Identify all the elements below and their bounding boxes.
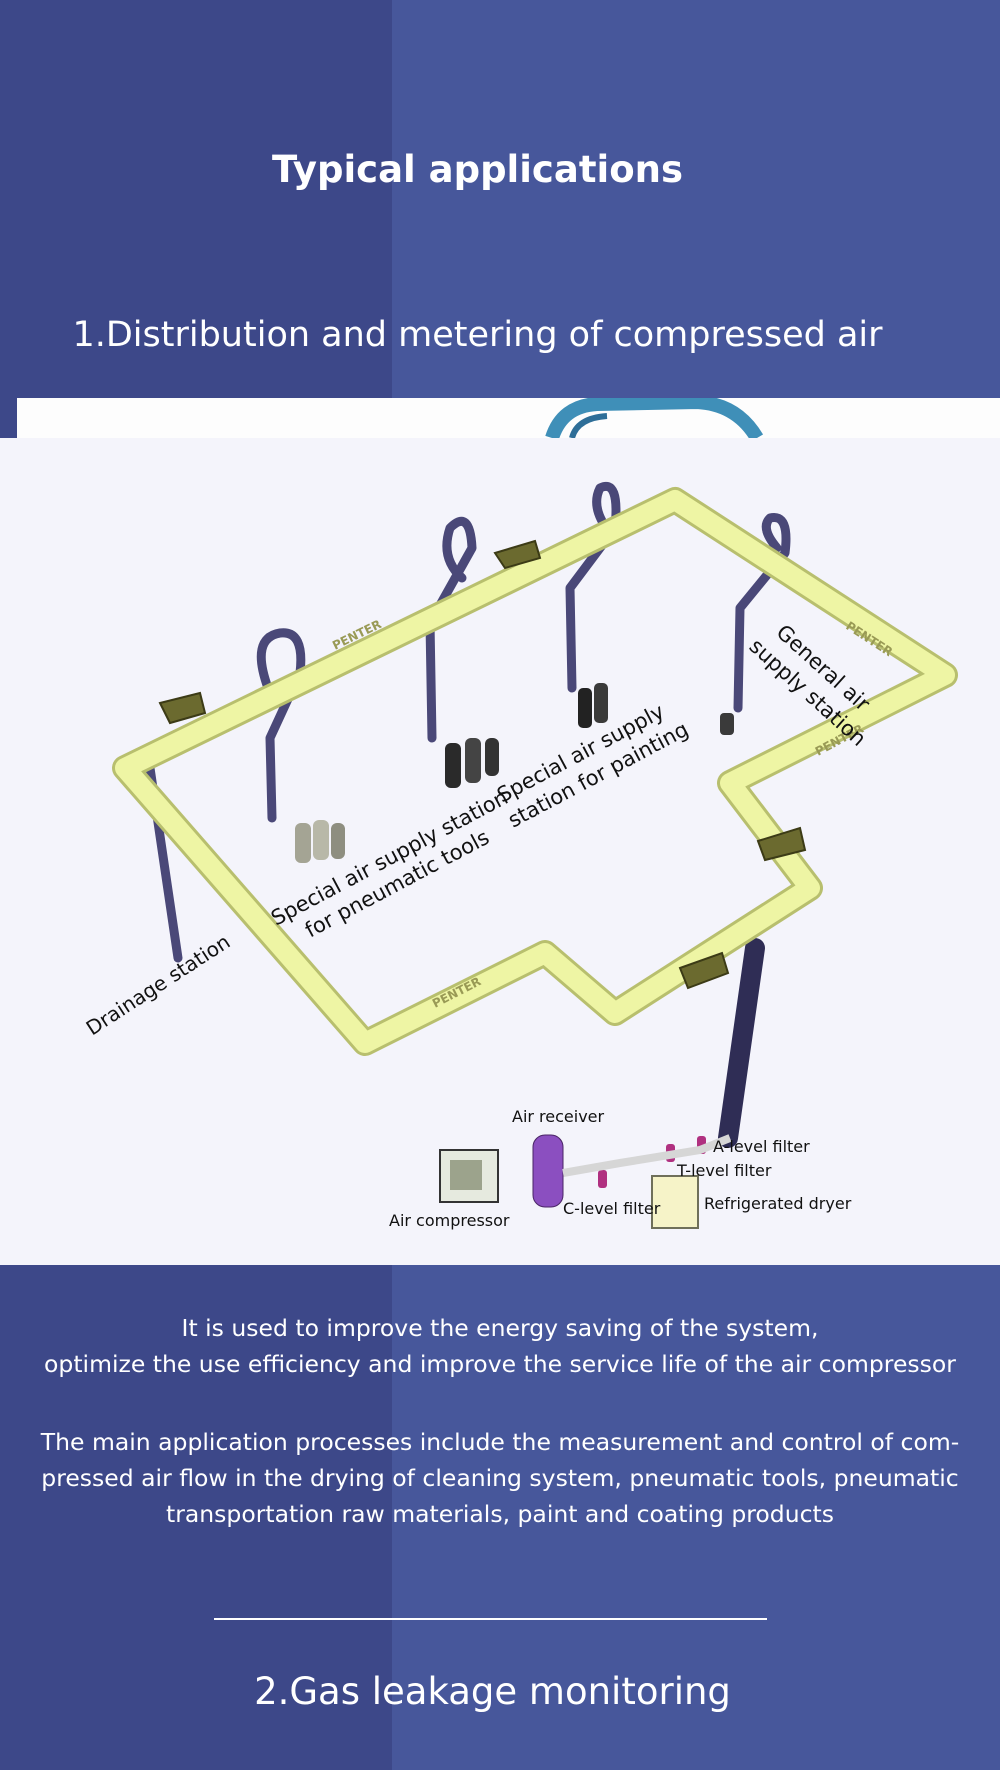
label-t-level-filter: T-level filter	[676, 1161, 772, 1180]
section-title-distribution: 1.Distribution and metering of compresse…	[72, 315, 883, 355]
paragraph-line: transportation raw materials, paint and …	[166, 1500, 834, 1528]
paragraph-line: pressed air flow in the drying of cleani…	[41, 1464, 959, 1492]
paragraph-line: optimize the use efficiency and improve …	[44, 1350, 956, 1378]
label-air-receiver: Air receiver	[512, 1107, 605, 1126]
label-air-compressor: Air compressor	[389, 1211, 510, 1230]
section-divider	[214, 1618, 767, 1620]
section-title-leakage: 2.Gas leakage monitoring	[254, 1670, 731, 1713]
label-drainage: Drainage station	[82, 929, 235, 1040]
paragraph-line: It is used to improve the energy saving …	[181, 1314, 819, 1342]
main-riser	[718, 938, 765, 1148]
main-pipe-loop	[115, 490, 955, 1053]
page-title: Typical applications	[272, 148, 683, 191]
diagram-top-strip	[17, 398, 1000, 438]
cropped-pipe-graphic	[545, 398, 764, 438]
equipment	[439, 1134, 732, 1229]
label-refrigerated-dryer: Refrigerated dryer	[704, 1194, 852, 1213]
valves	[158, 539, 807, 990]
paragraph-line: The main application processes include t…	[40, 1428, 960, 1456]
paragraph-energy-saving: It is used to improve the energy saving …	[40, 1310, 960, 1382]
pipe-stamps: PENTER PENTER PENTER PENTER	[330, 617, 895, 1011]
compressed-air-system-diagram: PENTER PENTER PENTER PENTER	[0, 438, 1000, 1265]
label-c-level-filter: C-level filter	[563, 1199, 661, 1218]
pipe-network-svg: PENTER PENTER PENTER PENTER	[82, 481, 958, 1230]
label-a-level-filter: A-level filter	[713, 1137, 810, 1156]
paragraph-main-applications: The main application processes include t…	[40, 1424, 960, 1532]
frl-units	[295, 683, 734, 863]
